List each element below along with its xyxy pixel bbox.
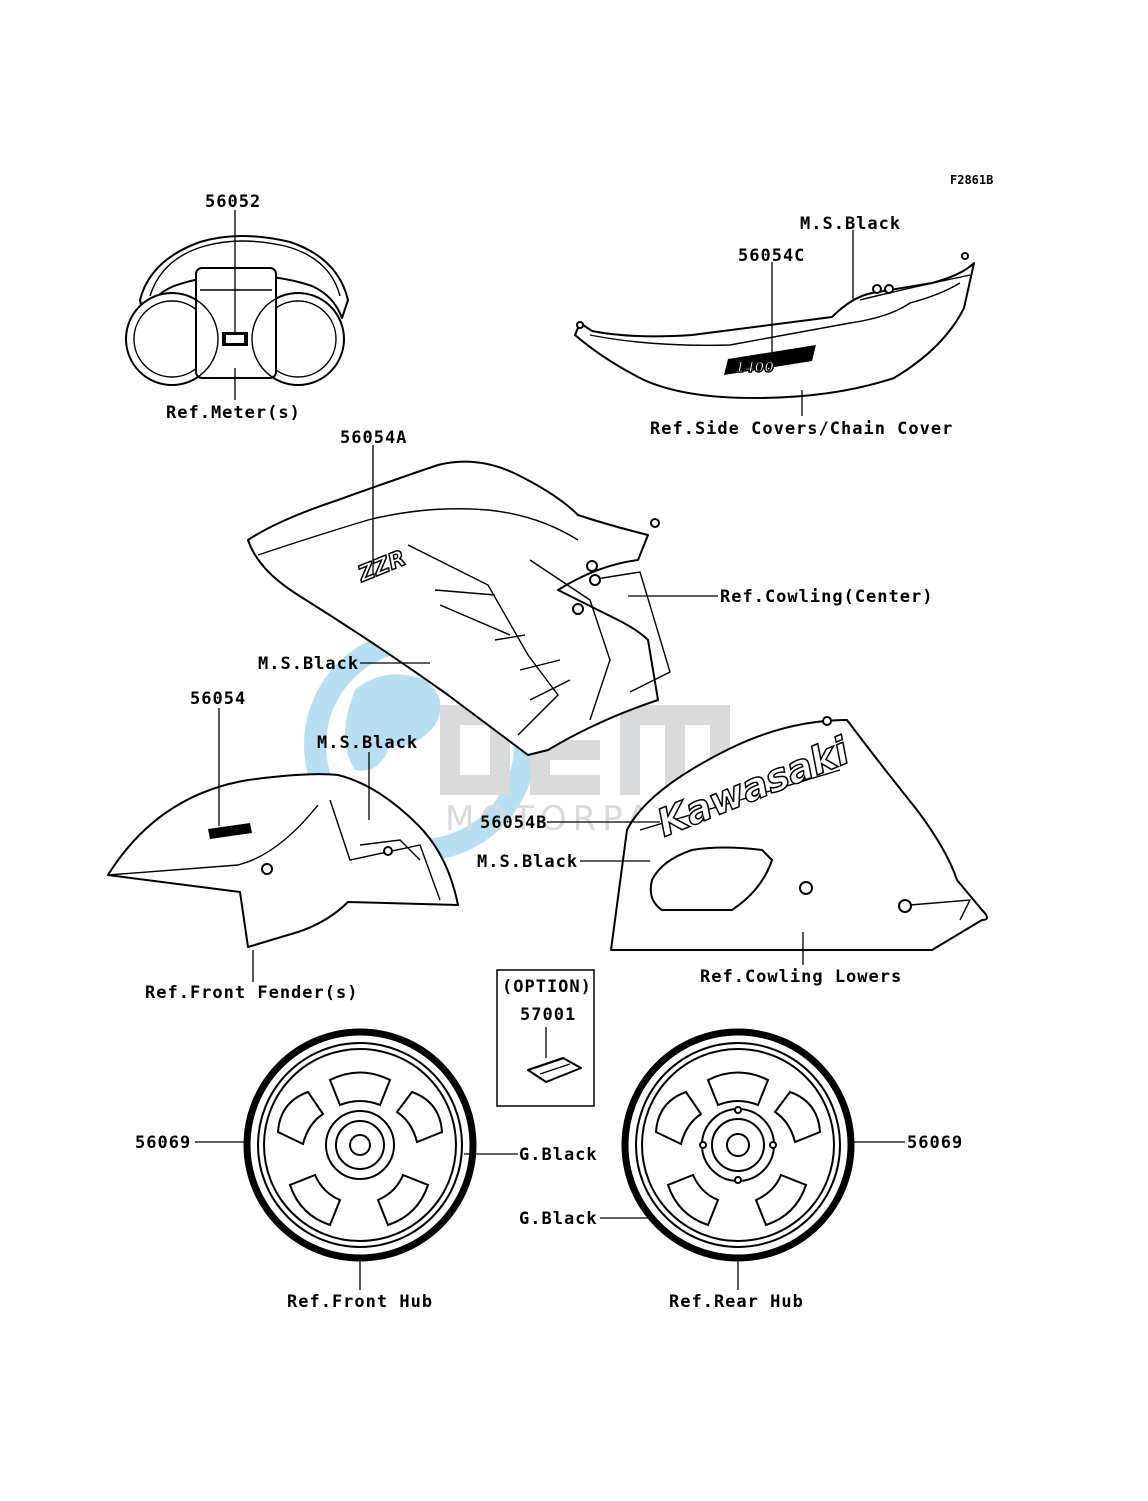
fender-color-label: M.S.Black (317, 733, 418, 753)
rear-wheel-reference: Ref.Rear Hub (669, 1292, 804, 1312)
touch-up-kit-icon (527, 1057, 582, 1083)
fender-part-number: 56054 (190, 689, 246, 709)
center-part-number: 56054A (340, 428, 407, 448)
option-title: (OPTION) (502, 977, 592, 997)
meter-part-number: 56052 (205, 192, 261, 212)
side-reference: Ref.Side Covers/Chain Cover (650, 419, 953, 439)
figure-code: F2861B (950, 173, 993, 187)
lower-reference: Ref.Cowling Lowers (700, 967, 902, 987)
fender-decal (208, 823, 252, 839)
option-part-number: 57001 (520, 1005, 576, 1025)
side-part-number: 56054C (738, 246, 805, 266)
center-reference: Ref.Cowling(Center) (720, 587, 933, 607)
lower-part-number: 56054B (480, 813, 547, 833)
side-decal: 1400 (724, 345, 816, 377)
meter-assembly (125, 235, 349, 386)
front-wheel-reference: Ref.Front Hub (287, 1292, 433, 1312)
rear-wheel-part-number: 56069 (907, 1133, 963, 1153)
front-wheel-part-number: 56069 (135, 1133, 191, 1153)
fender-reference: Ref.Front Fender(s) (145, 983, 358, 1003)
lower-color-label: M.S.Black (477, 852, 578, 872)
option-box: (OPTION) 57001 (496, 969, 595, 1107)
meter-reference: Ref.Meter(s) (166, 403, 301, 423)
front-fender (107, 773, 459, 948)
rear-wheel (621, 1028, 855, 1262)
side-cover (574, 252, 975, 399)
side-color-label: M.S.Black (800, 214, 901, 234)
center-cowling (247, 460, 671, 756)
front-wheel (243, 1028, 477, 1262)
front-wheel-color-label: G.Black (519, 1145, 598, 1165)
rear-wheel-color-label: G.Black (519, 1209, 598, 1229)
cowling-lower (610, 716, 988, 951)
svg-text:1400: 1400 (735, 360, 774, 376)
center-color-label: M.S.Black (258, 654, 359, 674)
